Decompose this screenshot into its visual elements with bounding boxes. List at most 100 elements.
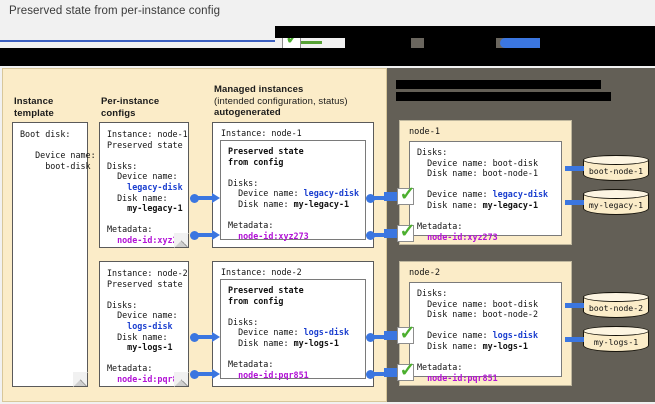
instance-line: Instance: node-2 [107, 268, 188, 278]
header-line-1: Per-instance [101, 96, 160, 107]
disks-label: Disks: [228, 177, 259, 188]
managed-instance-inner-node-2: Preserved state from config Disks: Devic… [220, 279, 366, 380]
header-line-1: Managed instances [214, 84, 304, 95]
pd-disk-label: Disk name: [417, 199, 483, 210]
instances-panel-header-redaction-2 [396, 92, 611, 101]
column-header-per-instance-configs: Per-instance configs [101, 96, 159, 119]
connector-line [196, 233, 214, 237]
disk-label: boot-node-1 [588, 165, 644, 176]
device-name-value: legacy-disk [107, 181, 183, 192]
instances-panel-header-redaction-1 [396, 80, 601, 89]
per-instance-config-card-node-1: Instance: node-1 Preserved state Disks: … [99, 122, 189, 248]
disk-connector-line [565, 303, 584, 308]
connector-dot [190, 231, 199, 240]
pd-device-value: legacy-disk [492, 189, 549, 200]
connector-stub [384, 331, 400, 340]
device-name-label: Device name: [228, 327, 304, 338]
instance-line: Instance: node-1 [221, 128, 302, 138]
check-glyph: ✓ [399, 360, 416, 381]
metadata-value: node-id:pqr851 [228, 369, 309, 380]
node-details-node-1: Disks: Device name: boot-disk Disk name:… [409, 141, 562, 242]
connector-dot [366, 231, 375, 240]
disk-connector-line [565, 337, 584, 342]
connector-arrow-icon [212, 332, 220, 342]
connector-line [196, 335, 214, 339]
disk-name-value: my-legacy-1 [293, 198, 350, 209]
connector-arrow-icon [212, 193, 220, 203]
metadata-label: Metadata: [228, 359, 274, 370]
connector-dot [366, 333, 375, 342]
check-glyph: ✓ [399, 221, 416, 242]
check-glyph: ✓ [399, 323, 416, 344]
disks-label: Disks: [417, 288, 448, 298]
node-details-node-2: Disks: Device name: boot-disk Disk name:… [409, 282, 562, 383]
connector-stub [384, 368, 400, 377]
metadata-label: Metadata: [417, 362, 463, 373]
disk-cylinder-boot-node-2: boot-node-2 [582, 291, 649, 318]
disk-name-value: my-logs-1 [293, 337, 339, 348]
page-title: Preserved state from per-instance config [9, 5, 221, 17]
device-name-value: legacy-disk [303, 188, 360, 199]
disks-label: Disks: [107, 299, 138, 310]
metadata-value: node-id:pqr851 [107, 373, 188, 384]
per-instance-config-card-node-2: Instance: node-2 Preserved state Disks: … [99, 261, 189, 387]
pd-device-label: Device name: [417, 189, 493, 200]
legend-redaction-1 [275, 26, 655, 38]
disk-label: my-legacy-1 [588, 199, 644, 210]
disk-connector-line [565, 166, 584, 171]
instance-template-card: Boot disk: Device name: boot-disk [12, 122, 96, 387]
instance-line: Instance: node-2 [221, 267, 302, 277]
node-name-label: node-1 [409, 127, 441, 137]
connector-dot [190, 333, 199, 342]
disk-cylinder-my-logs-1: my-logs-1 [582, 325, 649, 352]
disks-label: Disks: [417, 147, 448, 157]
preserved-state-check-icon: ✓ [397, 360, 416, 381]
preserved-title: Preserved state from config [228, 146, 304, 167]
pd-device-value: logs-disk [492, 330, 539, 341]
disk-cylinder-boot-node-1: boot-node-1 [582, 154, 649, 181]
metadata-value: node-id:pqr851 [417, 372, 498, 383]
metadata-label: Metadata: [228, 220, 274, 231]
metadata-value: node-id:xyz273 [417, 231, 498, 242]
preserved-title: Preserved state from config [228, 285, 304, 306]
folded-corner-icon [174, 372, 189, 387]
disk-name-value: my-legacy-1 [107, 203, 183, 214]
connector-dot [190, 370, 199, 379]
connector-stub [384, 192, 400, 201]
node-details-text: Disks: Device name: boot-disk Disk name:… [410, 283, 561, 388]
header-line-2: (intended configuration, status) [214, 95, 348, 107]
legend-green-tail [296, 41, 322, 44]
managed-instance-inner-node-1: Preserved state from config Disks: Devic… [220, 140, 366, 241]
connector-dot [190, 194, 199, 203]
header-line-2: configs [101, 107, 136, 119]
legend-redaction-3 [345, 38, 411, 48]
per-instance-config-text: Instance: node-1 Preserved state Disks: … [100, 123, 188, 252]
disks-label: Disks: [228, 316, 259, 327]
managed-instance-text: Preserved state from config Disks: Devic… [221, 280, 365, 385]
node-card-node-2: node-2 Disks: Device name: boot-disk Dis… [399, 261, 572, 386]
legend-redaction-2 [0, 48, 655, 66]
metadata-label: Metadata: [417, 221, 463, 232]
connector-stub [384, 229, 400, 238]
boot-device-line: Device name: boot-disk [417, 298, 539, 309]
legend-band: ✓ [0, 26, 655, 66]
device-name-value: logs-disk [107, 320, 173, 331]
connector-line [196, 196, 214, 200]
pd-disk-label: Disk name: [417, 340, 483, 351]
boot-disk-line: Disk name: boot-node-1 [417, 168, 539, 179]
column-header-managed-instances: Managed instances (intended configuratio… [214, 84, 348, 119]
preserved-line: Preserved state [107, 139, 183, 150]
disk-name-label: Disk name: [228, 198, 294, 209]
boot-disk-line: Disk name: boot-node-2 [417, 309, 539, 320]
disk-label: my-logs-1 [593, 336, 639, 347]
pd-disk-value: my-logs-1 [482, 340, 528, 351]
pd-device-label: Device name: [417, 330, 493, 341]
disk-label: boot-node-2 [588, 302, 644, 313]
node-details-text: Disks: Device name: boot-disk Disk name:… [410, 142, 561, 247]
metadata-value: node-id:xyz273 [228, 230, 309, 241]
instance-line: Instance: node-1 [107, 129, 188, 139]
connector-line [196, 372, 214, 376]
column-header-instance-template: Instance template [14, 96, 54, 119]
legend-blue-rule [0, 40, 275, 42]
